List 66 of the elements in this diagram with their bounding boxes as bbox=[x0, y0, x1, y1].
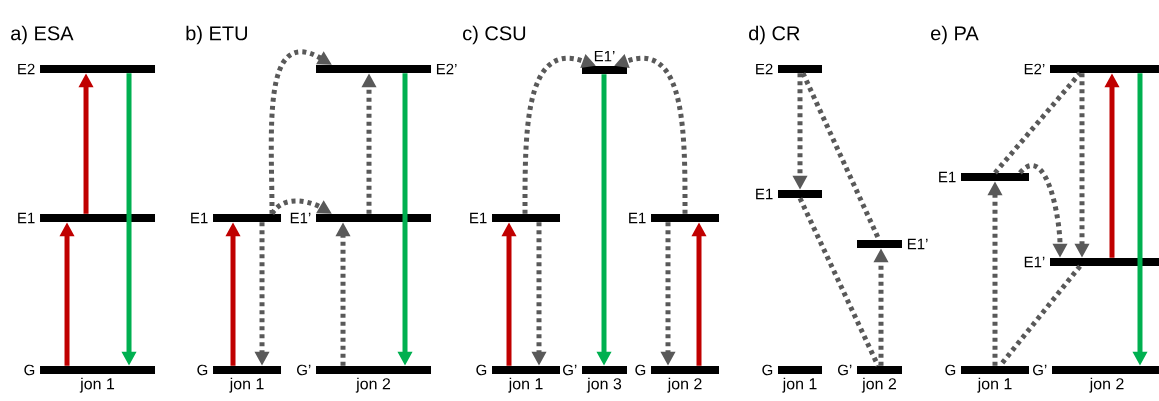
energy-level bbox=[18, 63, 155, 75]
energy-level bbox=[476, 364, 560, 393]
ion-label: jon 1 bbox=[508, 377, 543, 393]
level-label: G’ bbox=[563, 364, 577, 376]
energy-level bbox=[191, 212, 281, 224]
connector-line bbox=[800, 72, 882, 241]
energy-level bbox=[18, 212, 155, 224]
level-label: E1 bbox=[629, 212, 646, 224]
ion-label: jon 3 bbox=[586, 377, 622, 393]
level-label: E1’ bbox=[594, 50, 615, 62]
ion-label: jon 2 bbox=[667, 377, 702, 393]
level-label: E2’ bbox=[1024, 63, 1045, 75]
energy-level bbox=[629, 212, 719, 224]
level-label: G bbox=[762, 364, 773, 376]
panel-title: b) ETU bbox=[186, 25, 247, 45]
level-label: G’ bbox=[297, 364, 311, 376]
energy-level bbox=[1024, 63, 1159, 75]
energy-level bbox=[762, 364, 822, 393]
ion-label: jon 2 bbox=[1089, 377, 1124, 393]
panel-title: e) PA bbox=[931, 25, 979, 45]
energy-level bbox=[582, 50, 627, 74]
level-label: G bbox=[635, 364, 646, 376]
ion-label: jon 2 bbox=[861, 377, 896, 393]
level-label: G’ bbox=[838, 364, 852, 376]
level-label: E1 bbox=[18, 212, 35, 224]
energy-level bbox=[197, 364, 281, 393]
energy-level bbox=[838, 364, 902, 393]
ion-label: jon 1 bbox=[782, 377, 817, 393]
level-label: G bbox=[197, 364, 208, 376]
level-label: E1’ bbox=[907, 238, 928, 250]
energy-level bbox=[563, 364, 627, 393]
energy-level bbox=[939, 171, 1029, 183]
ion-label: jon 1 bbox=[229, 377, 264, 393]
energy-level bbox=[24, 364, 155, 393]
connector-line bbox=[797, 197, 881, 367]
level-label: G bbox=[945, 364, 956, 376]
energy-level bbox=[1033, 364, 1159, 393]
energy-level bbox=[756, 63, 822, 75]
level-label: E1 bbox=[470, 212, 487, 224]
level-label: E2 bbox=[18, 63, 35, 75]
energy-level bbox=[945, 364, 1029, 393]
connector-line bbox=[993, 71, 1082, 175]
level-label: E2’ bbox=[436, 63, 457, 75]
energy-level bbox=[756, 188, 822, 200]
panel-title: d) CR bbox=[749, 25, 800, 45]
level-label: E1’ bbox=[1024, 256, 1045, 268]
level-label: G bbox=[24, 364, 35, 376]
ion-label: jon 1 bbox=[79, 377, 115, 393]
panel-title: c) CSU bbox=[463, 25, 526, 45]
level-label: E2 bbox=[756, 63, 773, 75]
ion-label: jon 1 bbox=[977, 377, 1012, 393]
panel-title: a) ESA bbox=[11, 25, 74, 45]
energy-level bbox=[1024, 256, 1159, 268]
energy-level bbox=[635, 364, 719, 393]
ion-label: jon 2 bbox=[355, 377, 391, 393]
energy-level bbox=[857, 238, 928, 250]
energy-level bbox=[290, 212, 431, 224]
energy-level bbox=[316, 63, 457, 75]
level-label: E1 bbox=[756, 188, 773, 200]
level-label: E1’ bbox=[290, 212, 311, 224]
energy-level bbox=[470, 212, 560, 224]
energy-level bbox=[297, 364, 431, 393]
level-label: E1 bbox=[191, 212, 208, 224]
level-label: G’ bbox=[1033, 364, 1047, 376]
level-label: E1 bbox=[939, 171, 956, 183]
level-label: G bbox=[476, 364, 487, 376]
